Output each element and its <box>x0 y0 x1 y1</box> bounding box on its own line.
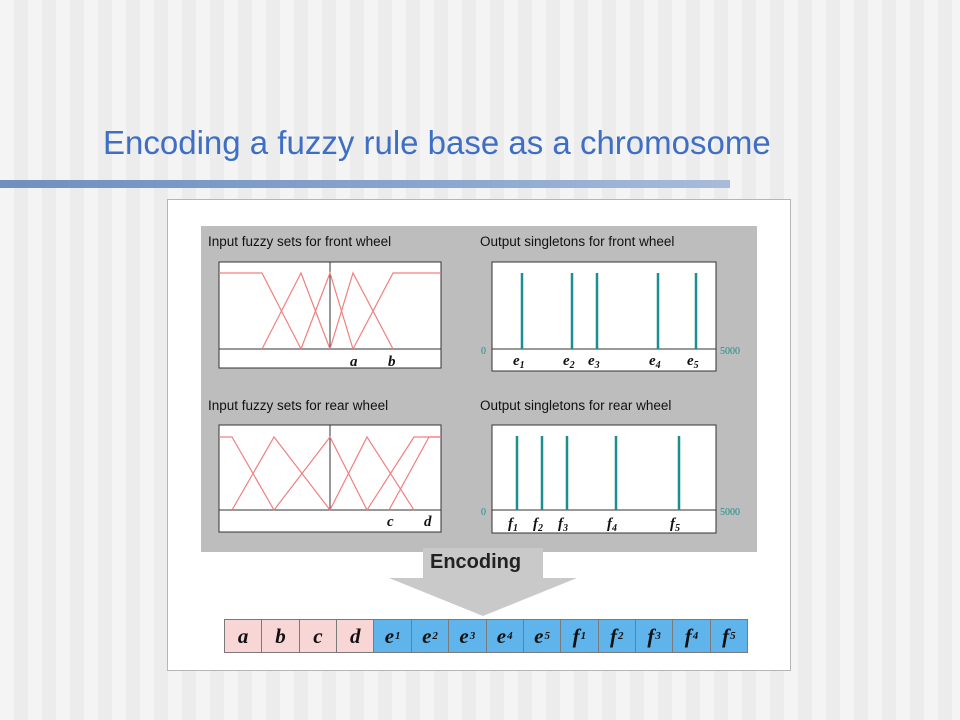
gene-subscript: 1 <box>580 630 587 642</box>
gene-symbol: f <box>647 623 655 648</box>
gene-symbol: e <box>459 623 469 648</box>
chromosome-gene: a <box>225 620 263 652</box>
membership-function <box>352 272 441 350</box>
gene-symbol: b <box>275 623 286 648</box>
gene-symbol: f <box>572 623 580 648</box>
rear-output-label-f4: f4 <box>607 516 617 534</box>
rear-output-label-f3: f3 <box>558 516 568 534</box>
chromosome-gene: d <box>337 620 375 652</box>
rear-output-label-f1: f1 <box>508 516 518 534</box>
chromosome-gene: c <box>299 620 338 652</box>
gene-subscript: 3 <box>655 630 661 642</box>
front-output-label-e5: e5 <box>687 353 699 371</box>
membership-function <box>219 436 275 511</box>
encoding-label: Encoding <box>430 551 522 573</box>
gene-subscript: 2 <box>432 630 438 642</box>
front-output-axis-min: 0 <box>481 346 486 357</box>
gene-symbol: e <box>496 623 507 648</box>
chromosome-gene: b <box>262 620 300 652</box>
membership-function <box>329 435 415 511</box>
gene-symbol: d <box>350 623 361 648</box>
membership-function <box>388 436 441 511</box>
gene-subscript: 2 <box>618 630 624 642</box>
rear-input-label-c: c <box>387 514 394 530</box>
rear-output-title: Output singletons for rear wheel <box>480 398 671 413</box>
front-output-label-e4: e4 <box>649 353 661 371</box>
rear-output-label-f2: f2 <box>533 516 543 534</box>
front-output-title: Output singletons for front wheel <box>480 234 674 249</box>
rear-input-plot: c d <box>218 424 442 533</box>
gene-symbol: f <box>610 623 618 648</box>
front-output-label-e1: e1 <box>513 353 525 371</box>
front-output-axis-max: 5000 <box>720 346 740 357</box>
gene-subscript: 1 <box>395 630 401 642</box>
slide-title: Encoding a fuzzy rule base as a chromoso… <box>103 124 771 161</box>
gene-subscript: 4 <box>692 630 699 642</box>
encoding-arrow <box>389 548 577 616</box>
gene-symbol: f <box>722 623 730 648</box>
title-underline <box>0 180 730 188</box>
gene-symbol: a <box>237 623 249 648</box>
gene-symbol: e <box>384 623 395 648</box>
front-input-label-b: b <box>388 354 396 370</box>
rear-input-title: Input fuzzy sets for rear wheel <box>208 398 388 413</box>
rear-input-label-d: d <box>424 514 432 530</box>
gene-symbol: f <box>684 623 692 648</box>
gene-symbol: c <box>313 623 323 648</box>
membership-function <box>219 272 302 350</box>
membership-function <box>300 271 354 350</box>
gene-subscript: 4 <box>507 630 513 642</box>
front-input-title: Input fuzzy sets for front wheel <box>208 234 391 249</box>
rear-output-label-f5: f5 <box>670 516 680 534</box>
membership-function <box>329 271 394 350</box>
rear-output-axis-min: 0 <box>481 507 486 518</box>
gene-subscript: 5 <box>730 630 736 642</box>
rear-output-axis-max: 5000 <box>720 507 740 518</box>
gene-subscript: 3 <box>469 630 476 642</box>
gene-symbol: e <box>422 623 432 648</box>
gene-subscript: 5 <box>544 630 550 642</box>
front-output-plot: 0 5000 e1 e2 e3 e4 e5 <box>481 261 740 372</box>
front-output-label-e2: e2 <box>563 353 575 371</box>
encoding-diagram: Input fuzzy sets for front wheel Output … <box>201 226 757 616</box>
gene-symbol: e <box>534 623 544 648</box>
rear-output-plot: 0 5000 f1 f2 f3 f4 f5 <box>481 424 740 534</box>
front-input-label-a: a <box>350 354 358 370</box>
membership-function <box>231 435 331 511</box>
front-input-plot: a b <box>218 261 442 370</box>
membership-function <box>261 271 331 350</box>
membership-function <box>273 435 368 511</box>
front-output-label-e3: e3 <box>588 353 600 371</box>
